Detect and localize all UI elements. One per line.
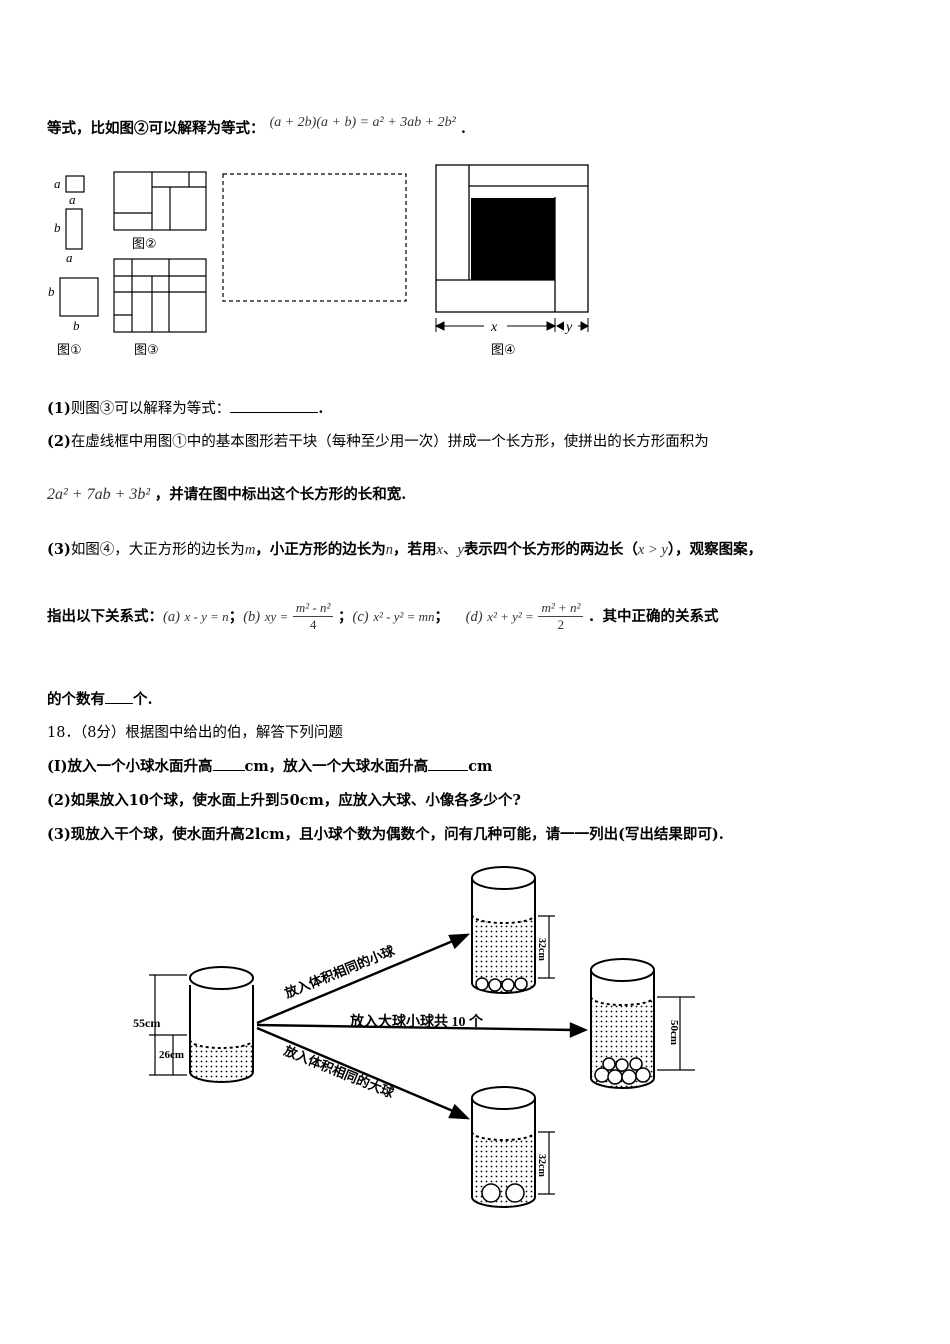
label-x: x (490, 320, 498, 335)
q1-answer-blank[interactable] (230, 412, 319, 413)
q1-end: . (318, 400, 324, 417)
label-small-height: 32cm (536, 938, 547, 961)
label-a3: a (66, 250, 73, 265)
q3-t3: ，若用 (393, 541, 437, 558)
problem-18-head: 18．（8分）根据图中给出的伯，解答下列问题 (47, 721, 343, 742)
label-a2: a (69, 192, 76, 207)
intro-line: 等式，比如图②可以解释为等式： (a + 2b)(a + b) = a² + 3… (47, 115, 466, 138)
q3-n: n (385, 542, 394, 558)
rel-b-lhs: xy = (264, 608, 289, 624)
caption-fig3: 图③ (134, 343, 159, 358)
label-a1: a (54, 176, 61, 191)
question-2-cont: 2a² + 7ab + 3b² ，并请在图中标出这个长方形的长和宽. (47, 483, 406, 504)
q3-x: x (436, 542, 443, 558)
rel-d-den: 2 (557, 617, 565, 633)
label-b2: b (48, 284, 55, 299)
rel-b-den: 4 (309, 617, 317, 633)
q3-line2-tail: ．其中正确的关系式 (588, 607, 719, 625)
q3-cond: x > y (637, 542, 668, 558)
q3-answer-blank[interactable] (105, 703, 133, 704)
question-2: (2)在虚线框中用图①中的基本图形若干块（每种至少用一次）拼成一个长方形，使拼出… (47, 430, 709, 451)
q3-number: (3) (47, 541, 71, 558)
rel-sep-3: ； (434, 607, 450, 625)
intro-formula: (a + 2b)(a + b) = a² + 3ab + 2b² (269, 115, 456, 130)
question-3: (3)如图④，大正方形的边长为m，小正方形的边长为n，若用x、y表示四个长方形的… (47, 538, 762, 559)
figure-cylinders: 55cm 26cm 放入体积相同的小球 放入大球小球共 10 个 放入体积相同的… (133, 866, 695, 1208)
p18-p3: (3)现放入干个球，使水面升高2lcm，且小球个数为偶数个，问有几种可能，请一一… (47, 826, 724, 843)
q2-formula: 2a² + 7ab + 3b² (47, 486, 151, 503)
q1-text: 则图③可以解释为等式： (70, 401, 231, 417)
p18-big-ball-blank[interactable] (428, 770, 469, 771)
rel-a-expr: x - y = n (184, 608, 229, 624)
label-big-height: 32cm (536, 1154, 547, 1177)
intro-text: 等式，比如图②可以解释为等式： (47, 120, 265, 137)
intro-end: . (460, 120, 466, 137)
rel-c-label: (c) (352, 608, 369, 625)
p18-p1c: cm (468, 758, 493, 775)
q2-number: (2) (47, 433, 71, 450)
figure-area-models: a a b a b b 图① 图② 图③ (48, 164, 590, 358)
problem-18-part3: (3)现放入干个球，使水面升高2lcm，且小球个数为偶数个，问有几种可能，请一一… (47, 823, 724, 844)
q3-sep: 、 (442, 542, 458, 558)
q1-number: (1) (47, 400, 71, 417)
rel-d-label: (d) (465, 608, 483, 625)
problem-18-part2: (2)如果放入10个球，使水面上升到50cm，应放入大球、小像各多少个? (47, 789, 521, 810)
q2-text: 在虚线框中用图①中的基本图形若干块（每种至少用一次）拼成一个长方形，使拼出的长方… (70, 434, 709, 450)
q3-t1: 如图④，大正方形的边长为 (70, 542, 245, 558)
label-y: y (564, 320, 573, 335)
problem-18-part1: (I)放入一个小球水面升高 cm，放入一个大球水面升高 cm (47, 755, 492, 776)
label-water-height: 26cm (159, 1049, 184, 1061)
question-1: (1)则图③可以解释为等式：. (47, 397, 323, 418)
rel-b-label: (b) (243, 608, 261, 625)
q3-line3-lead: 的个数有 (47, 691, 105, 708)
arrow-label-big: 放入体积相同的大球 (281, 1042, 397, 1100)
rel-a-label: (a) (163, 608, 180, 625)
caption-fig1: 图① (57, 343, 82, 358)
rel-d-num: m² + n² (538, 600, 584, 618)
label-total-height: 55cm (133, 1016, 160, 1030)
p18-head: 18．（8分）根据图中给出的伯，解答下列问题 (47, 725, 343, 741)
label-mixed-height: 50cm (668, 1020, 680, 1045)
q3-line3-tail: 个. (133, 691, 153, 708)
rel-d-lhs: x² + y² = (487, 608, 534, 624)
q3-t5: ），观察图案， (667, 541, 763, 558)
caption-fig2: 图② (132, 237, 157, 252)
q3-t4: 表示四个长方形的两边长（ (463, 541, 638, 558)
p18-p1b: cm，放入一个大球水面升高 (244, 758, 429, 775)
label-b1: b (54, 220, 61, 235)
p18-small-ball-blank[interactable] (212, 770, 245, 771)
q3-t2: ，小正方形的边长为 (255, 541, 386, 558)
rel-sep-1: ； (228, 607, 244, 625)
q2-tail: ，并请在图中标出这个长方形的长和宽. (154, 486, 407, 503)
p18-p2: (2)如果放入10个球，使水面上升到50cm，应放入大球、小像各多少个? (47, 792, 521, 809)
caption-fig4: 图④ (491, 343, 516, 358)
rel-c-expr: x² - y² = mn (373, 608, 435, 624)
q3-m: m (244, 542, 256, 558)
p18-p1a: (I)放入一个小球水面升高 (47, 758, 213, 775)
arrow-label-mixed: 放入大球小球共 10 个 (349, 1013, 484, 1030)
rel-sep-2: ； (338, 607, 353, 625)
question-3-count: 的个数有 个. (47, 688, 153, 709)
rel-b-num: m² - n² (292, 600, 334, 618)
q3-y: y (457, 542, 464, 558)
label-b3: b (73, 318, 80, 333)
inner-black-square (471, 198, 555, 280)
dashed-frame (222, 173, 407, 302)
q3-line2-lead: 指出以下关系式： (47, 607, 163, 625)
